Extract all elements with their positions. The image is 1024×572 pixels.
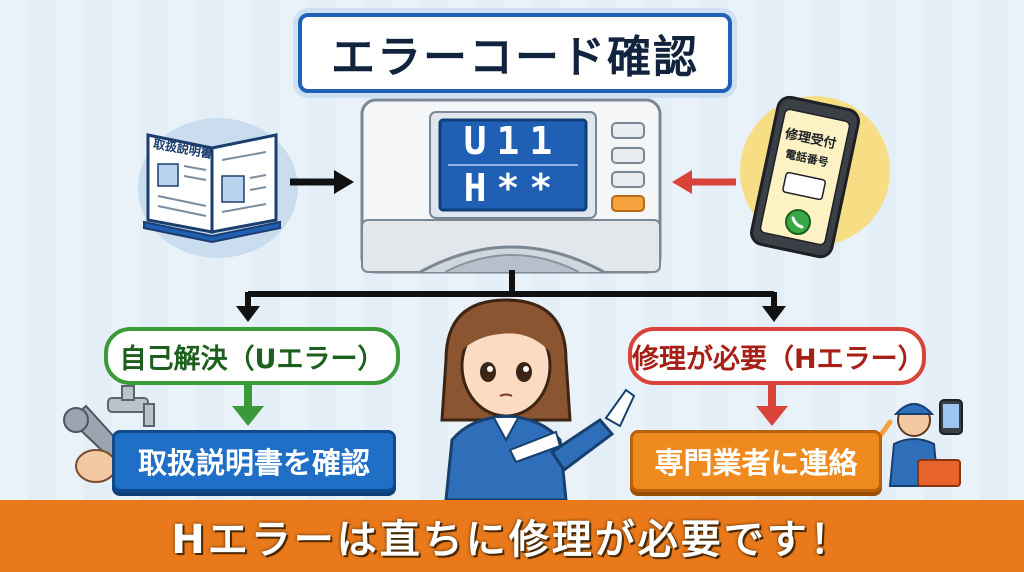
repair-worker-illustration [877, 399, 963, 487]
manual-book [143, 133, 281, 244]
display-line-2: H** [463, 166, 563, 210]
technician-woman [440, 298, 636, 502]
warning-banner: Hエラーは直ちに修理が必要です！ [0, 500, 1024, 572]
smartphone [750, 95, 860, 259]
repair-needed-label: 修理が必要（Hエラー） [628, 327, 926, 385]
washing-machine [360, 98, 662, 274]
display-line-1: U11 [463, 119, 563, 163]
arrows [232, 170, 788, 426]
contact-specialist-action: 専門業者に連絡 [630, 430, 882, 492]
check-manual-action: 取扱説明書を確認 [112, 430, 396, 492]
self-resolve-label: 自己解決（Uエラー） [104, 327, 400, 385]
page-title: エラーコード確認 [298, 13, 732, 93]
